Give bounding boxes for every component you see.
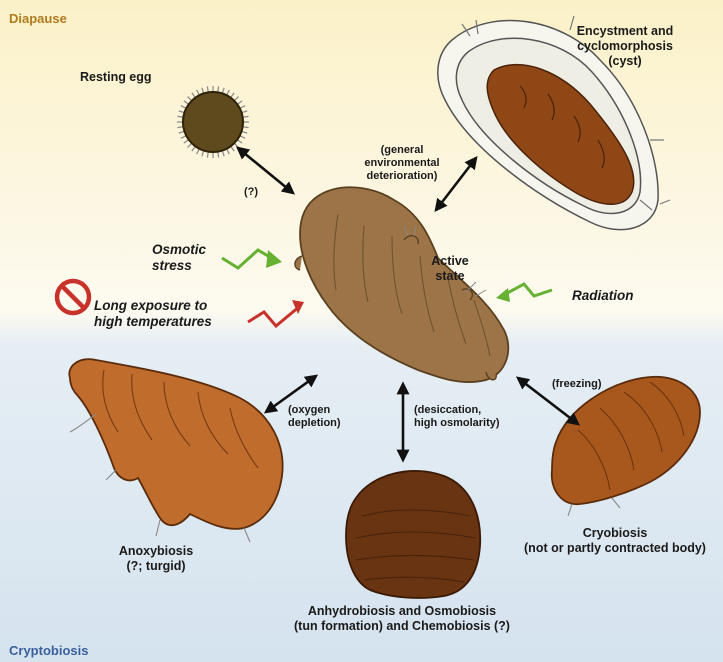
cyst-label: Encystment and cyclomorphosis (cyst) [565,24,685,68]
temperature-stress-label: Long exposure to high temperatures [94,298,212,330]
osmotic-stress-label: Osmotic stress [152,242,206,274]
desiccation-transition-label: (desiccation, high osmolarity) [414,404,500,430]
oxygen-transition-label-line: (oxygen [288,404,341,417]
oxygen-transition-label: (oxygen depletion) [288,404,341,430]
cyst-transition-label-line: environmental [352,157,452,170]
anoxybiosis-label-line: (?; turgid) [96,559,216,574]
diapause-label: Diapause [9,11,67,26]
resting-egg-icon [177,86,249,158]
osmotic-stress-label-line: Osmotic [152,242,206,258]
anoxybiosis-label: Anoxybiosis (?; turgid) [96,544,216,574]
active-state-label: Active state [420,254,480,284]
anhydrobiosis-label-line: Anhydrobiosis and Osmobiosis [272,604,532,619]
cyst-label-line: (cyst) [565,54,685,69]
cryobiosis-label-line: Cryobiosis [510,526,720,541]
cyst-transition-label-line: deterioration) [352,170,452,183]
anhydrobiosis-label-line: (tun formation) and Chemobiosis (?) [272,619,532,634]
freezing-transition-label: (freezing) [552,378,602,391]
resting-egg-label: Resting egg [80,70,152,85]
cyst-label-line: Encystment and [565,24,685,39]
cyst-label-line: cyclomorphosis [565,39,685,54]
tun-icon [346,471,480,598]
desiccation-transition-label-line: high osmolarity) [414,417,500,430]
cyst-transition-label-line: (general [352,144,452,157]
anoxybiosis-label-line: Anoxybiosis [96,544,216,559]
cyst-transition-label: (general environmental deterioration) [352,144,452,183]
cryptobiosis-label: Cryptobiosis [9,643,88,658]
cryobiosis-label-line: (not or partly contracted body) [510,541,720,556]
egg-transition-label: (?) [244,186,258,199]
temperature-stress-label-line: Long exposure to [94,298,212,314]
osmotic-stress-label-line: stress [152,258,206,274]
active-state-label-line: Active [420,254,480,269]
oxygen-transition-label-line: depletion) [288,417,341,430]
active-state-label-line: state [420,269,480,284]
desiccation-transition-label-line: (desiccation, [414,404,500,417]
cryobiosis-label: Cryobiosis (not or partly contracted bod… [510,526,720,556]
temperature-stress-label-line: high temperatures [94,314,212,330]
anhydrobiosis-label: Anhydrobiosis and Osmobiosis (tun format… [272,604,532,634]
radiation-label: Radiation [572,288,634,304]
